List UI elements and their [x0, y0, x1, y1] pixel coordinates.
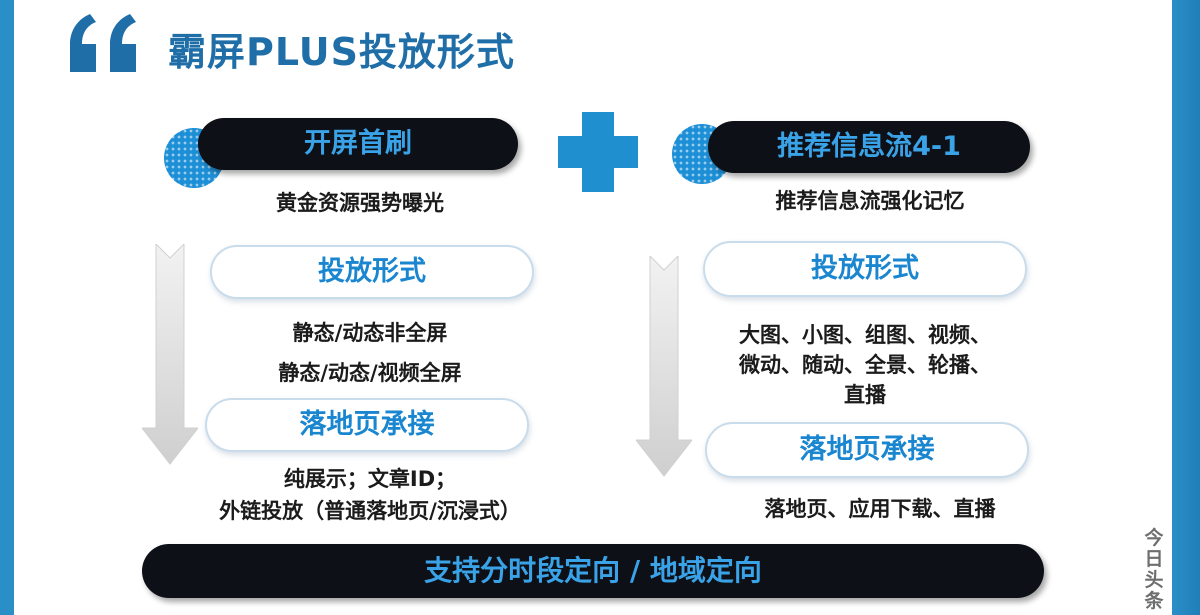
left-tagline: 黄金资源强势曝光	[276, 191, 444, 215]
right-format-line-2: 微动、随动、全景、轮播、	[739, 353, 991, 377]
left-landing-line-1: 纯展示；文章ID；	[283, 467, 457, 491]
right-frame-border	[1172, 0, 1200, 615]
opening-quote-icon	[70, 14, 96, 72]
left-header-pill: 开屏首刷	[198, 118, 518, 170]
down-arrow-icon	[636, 256, 692, 477]
right-landing-line-1: 落地页、应用下载、直播	[764, 497, 996, 521]
left-landing-pill: 落地页承接	[205, 398, 529, 452]
slide-title: 霸屏PLUS投放形式	[168, 30, 515, 74]
right-landing-pill: 落地页承接	[705, 422, 1029, 478]
right-format-line-1: 大图、小图、组图、视频、	[739, 323, 991, 347]
targeting-footer-bar: 支持分时段定向 / 地域定向	[142, 544, 1044, 598]
right-tagline: 推荐信息流强化记忆	[775, 189, 965, 213]
left-format-line-1: 静态/动态非全屏	[292, 321, 448, 345]
left-format-pill: 投放形式	[210, 245, 534, 299]
down-arrow-icon	[142, 244, 198, 465]
right-header-pill: 推荐信息流4-1	[708, 121, 1030, 173]
left-format-line-2: 静态/动态/视频全屏	[278, 361, 462, 385]
plus-icon-bar	[558, 136, 638, 168]
right-format-pill: 投放形式	[703, 241, 1027, 297]
right-format-line-3: 直播	[844, 383, 886, 407]
left-landing-line-2: 外链投放（普通落地页/沉浸式）	[219, 499, 521, 523]
left-frame-border	[0, 0, 14, 615]
opening-quote-icon	[110, 14, 136, 72]
toutiao-watermark: 今日头条	[1144, 527, 1164, 612]
